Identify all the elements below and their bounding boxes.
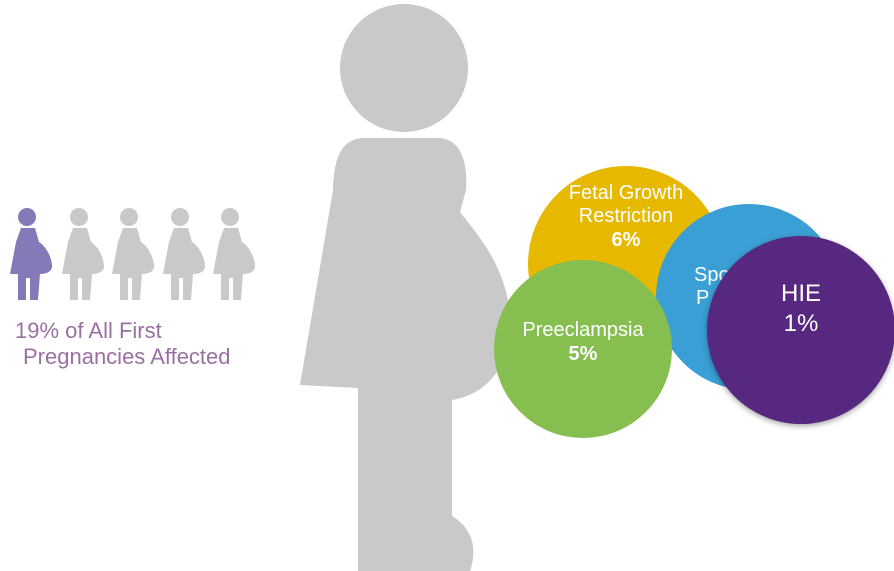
affected-ratio-figures <box>8 206 258 302</box>
hie-value: 1% <box>783 310 819 337</box>
preeclampsia-label: Preeclampsia <box>522 318 644 341</box>
woman-icon <box>112 208 154 300</box>
fetal-growth-label-line-1: Fetal Growth <box>568 182 684 204</box>
woman-icon <box>213 208 255 300</box>
preeclampsia-bubble: Preeclampsia 5% <box>494 260 672 438</box>
woman-icon <box>163 208 205 300</box>
caption-line-2: Pregnancies Affected <box>23 344 231 369</box>
hie-bubble: HIE 1% <box>707 236 894 424</box>
hie-label: HIE <box>780 280 821 307</box>
preeclampsia-value: 5% <box>568 342 598 365</box>
woman-icon <box>62 208 104 300</box>
spontaneous-label-line-2: P <box>696 287 710 309</box>
fetal-growth-label-line-2: Restriction <box>578 205 674 227</box>
fetal-growth-value: 6% <box>611 229 641 251</box>
caption-line-1: 19% of All First <box>15 318 162 343</box>
highlighted-woman-icon <box>10 208 52 300</box>
affected-caption: 19% of All First Pregnancies Affected <box>15 318 275 370</box>
